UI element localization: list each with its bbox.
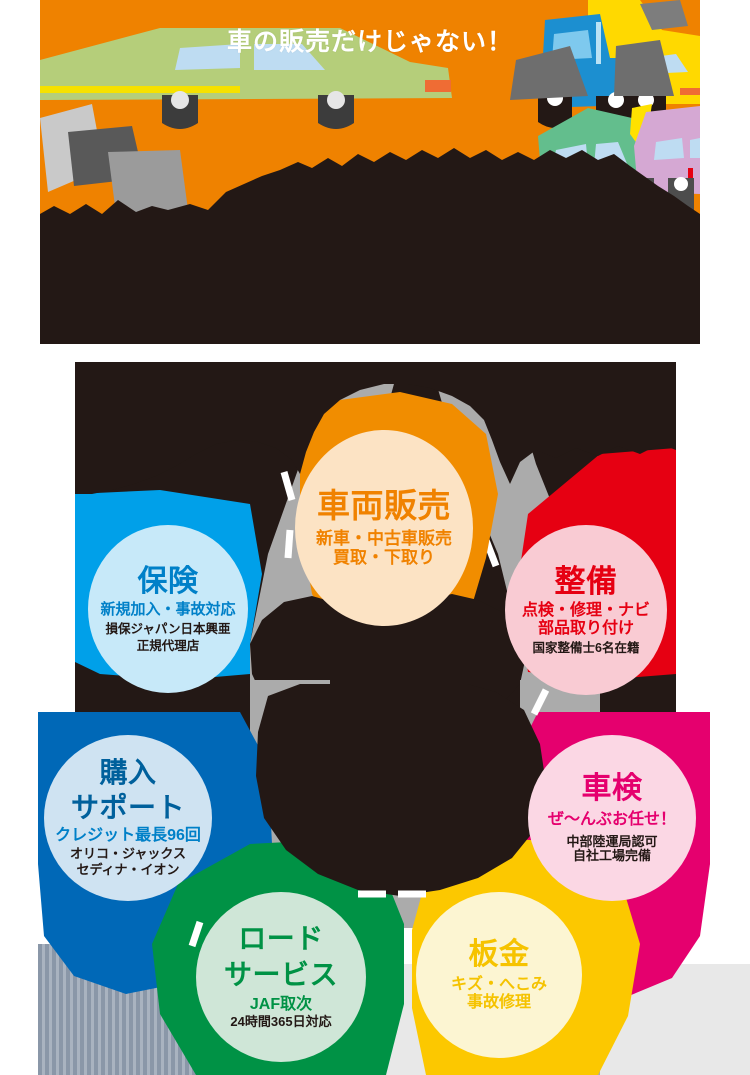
hero-headline: 車の販売だけじゃない！ — [226, 28, 513, 56]
service-title: 車検 — [581, 772, 643, 806]
service-note-2: 自社工場完備 — [572, 848, 651, 864]
hero-banner: 車の販売だけじゃない！ — [40, 0, 700, 344]
service-title-line-1: 購入 — [99, 757, 157, 789]
service-sub-2: 事故修理 — [466, 994, 531, 1012]
service-note-2: セディナ・イオン — [76, 862, 180, 878]
service-bubble-insurance[interactable]: 保険 新規加入・事故対応 損保ジャパン日本興亜 正規代理店 — [88, 525, 248, 693]
service-sub-1: 新規加入・事故対応 — [100, 600, 236, 618]
service-title: 板金 — [468, 937, 530, 971]
service-title-line-2: サービス — [223, 958, 338, 990]
service-sub-1: キズ・へこみ — [450, 976, 547, 994]
green-sedan-car — [40, 28, 452, 129]
service-title: 整備 — [554, 563, 618, 599]
service-sub-1: JAF取次 — [249, 995, 313, 1013]
service-sub-2: 買取・下取り — [333, 548, 435, 568]
service-bubble-vehicle-sales[interactable]: 車両販売 新車・中古車販売 買取・下取り — [295, 430, 473, 626]
service-bubble-body-repair[interactable]: 板金 キズ・へこみ 事故修理 — [416, 892, 582, 1058]
hero-illustration — [40, 0, 700, 344]
service-note-1: 中部陸運局認可 — [566, 833, 658, 849]
service-note-2: 正規代理店 — [136, 638, 200, 653]
service-title-line-1: ロード — [238, 922, 324, 954]
service-bubble-purchase-support[interactable]: 購入 サポート クレジット最長96回 オリコ・ジャックス セディナ・イオン — [44, 735, 212, 901]
service-title: 保険 — [137, 565, 199, 599]
service-sub-1: 新車・中古車販売 — [316, 529, 452, 549]
service-note-1: 24時間365日対応 — [230, 1014, 332, 1030]
service-sub-1: ぜ〜んぶお任せ！ — [547, 810, 676, 828]
service-sub-1: 点検・修理・ナビ — [521, 602, 650, 620]
service-title-line-2: サポート — [70, 791, 185, 823]
service-sub-1: クレジット最長96回 — [55, 826, 201, 844]
service-note-1: 損保ジャパン日本興亜 — [105, 621, 231, 636]
service-bubble-road-service[interactable]: ロード サービス JAF取次 24時間365日対応 — [196, 892, 366, 1062]
service-bubble-vehicle-inspection[interactable]: 車検 ぜ〜んぶお任せ！ 中部陸運局認可 自社工場完備 — [528, 735, 696, 901]
service-note-1: オリコ・ジャックス — [70, 845, 186, 861]
service-note-1: 国家整備士6名在籍 — [532, 641, 640, 656]
service-bubble-maintenance[interactable]: 整備 点検・修理・ナビ 部品取り付け 国家整備士6名在籍 — [505, 525, 667, 695]
service-sub-2: 部品取り付け — [537, 620, 634, 638]
service-title: 車両販売 — [317, 487, 451, 525]
